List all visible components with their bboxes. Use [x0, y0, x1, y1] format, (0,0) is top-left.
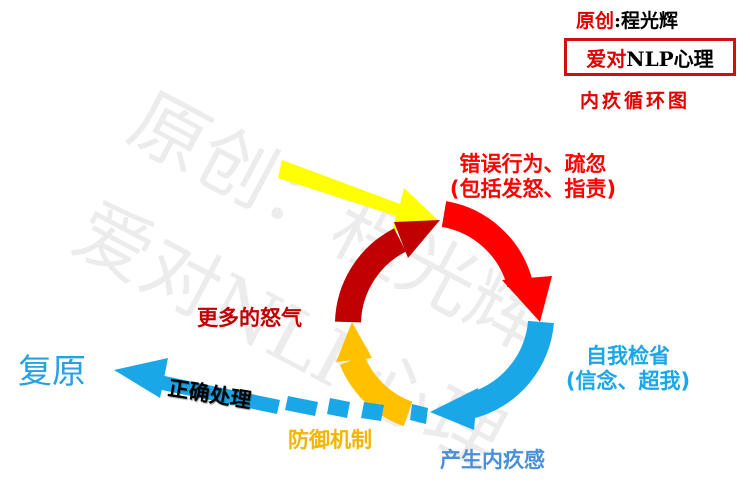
- brand-red-text: 爱对: [586, 46, 627, 71]
- node-self-reflection-line2: (信念、超我): [565, 369, 691, 394]
- arc-arrow-blue: [430, 320, 554, 430]
- brand-black-text: NLP心理: [626, 46, 714, 71]
- node-wrong-behavior: 错误行为、疏忽 (包括发怒、指责): [428, 152, 638, 202]
- node-wrong-behavior-line2: (包括发怒、指责): [449, 177, 617, 202]
- node-guilt: 产生内疚感: [440, 448, 545, 472]
- node-self-reflection: 自我检省 (信念、超我): [548, 344, 708, 394]
- exit-arrow-dashed: [114, 358, 428, 424]
- credit-original-label: 原创: [576, 10, 615, 32]
- incoming-arrow: [278, 160, 440, 232]
- diagram-title: 内疚循环图: [580, 90, 691, 112]
- arc-arrow-dark-red: [335, 220, 440, 323]
- arc-arrow-orange: [336, 322, 413, 427]
- arc-arrow-red: [441, 201, 552, 322]
- node-self-reflection-line1: 自我检省: [586, 344, 670, 368]
- credit-separator: :: [614, 10, 622, 32]
- node-more-anger: 更多的怒气: [197, 306, 302, 330]
- node-wrong-behavior-line1: 错误行为、疏忽: [459, 152, 607, 176]
- credit-author-name: 程光辉: [621, 10, 679, 32]
- node-recover: 复原: [18, 352, 86, 392]
- node-defense-mechanism: 防御机制: [288, 428, 372, 452]
- author-credit: 原创:程光辉: [576, 6, 678, 33]
